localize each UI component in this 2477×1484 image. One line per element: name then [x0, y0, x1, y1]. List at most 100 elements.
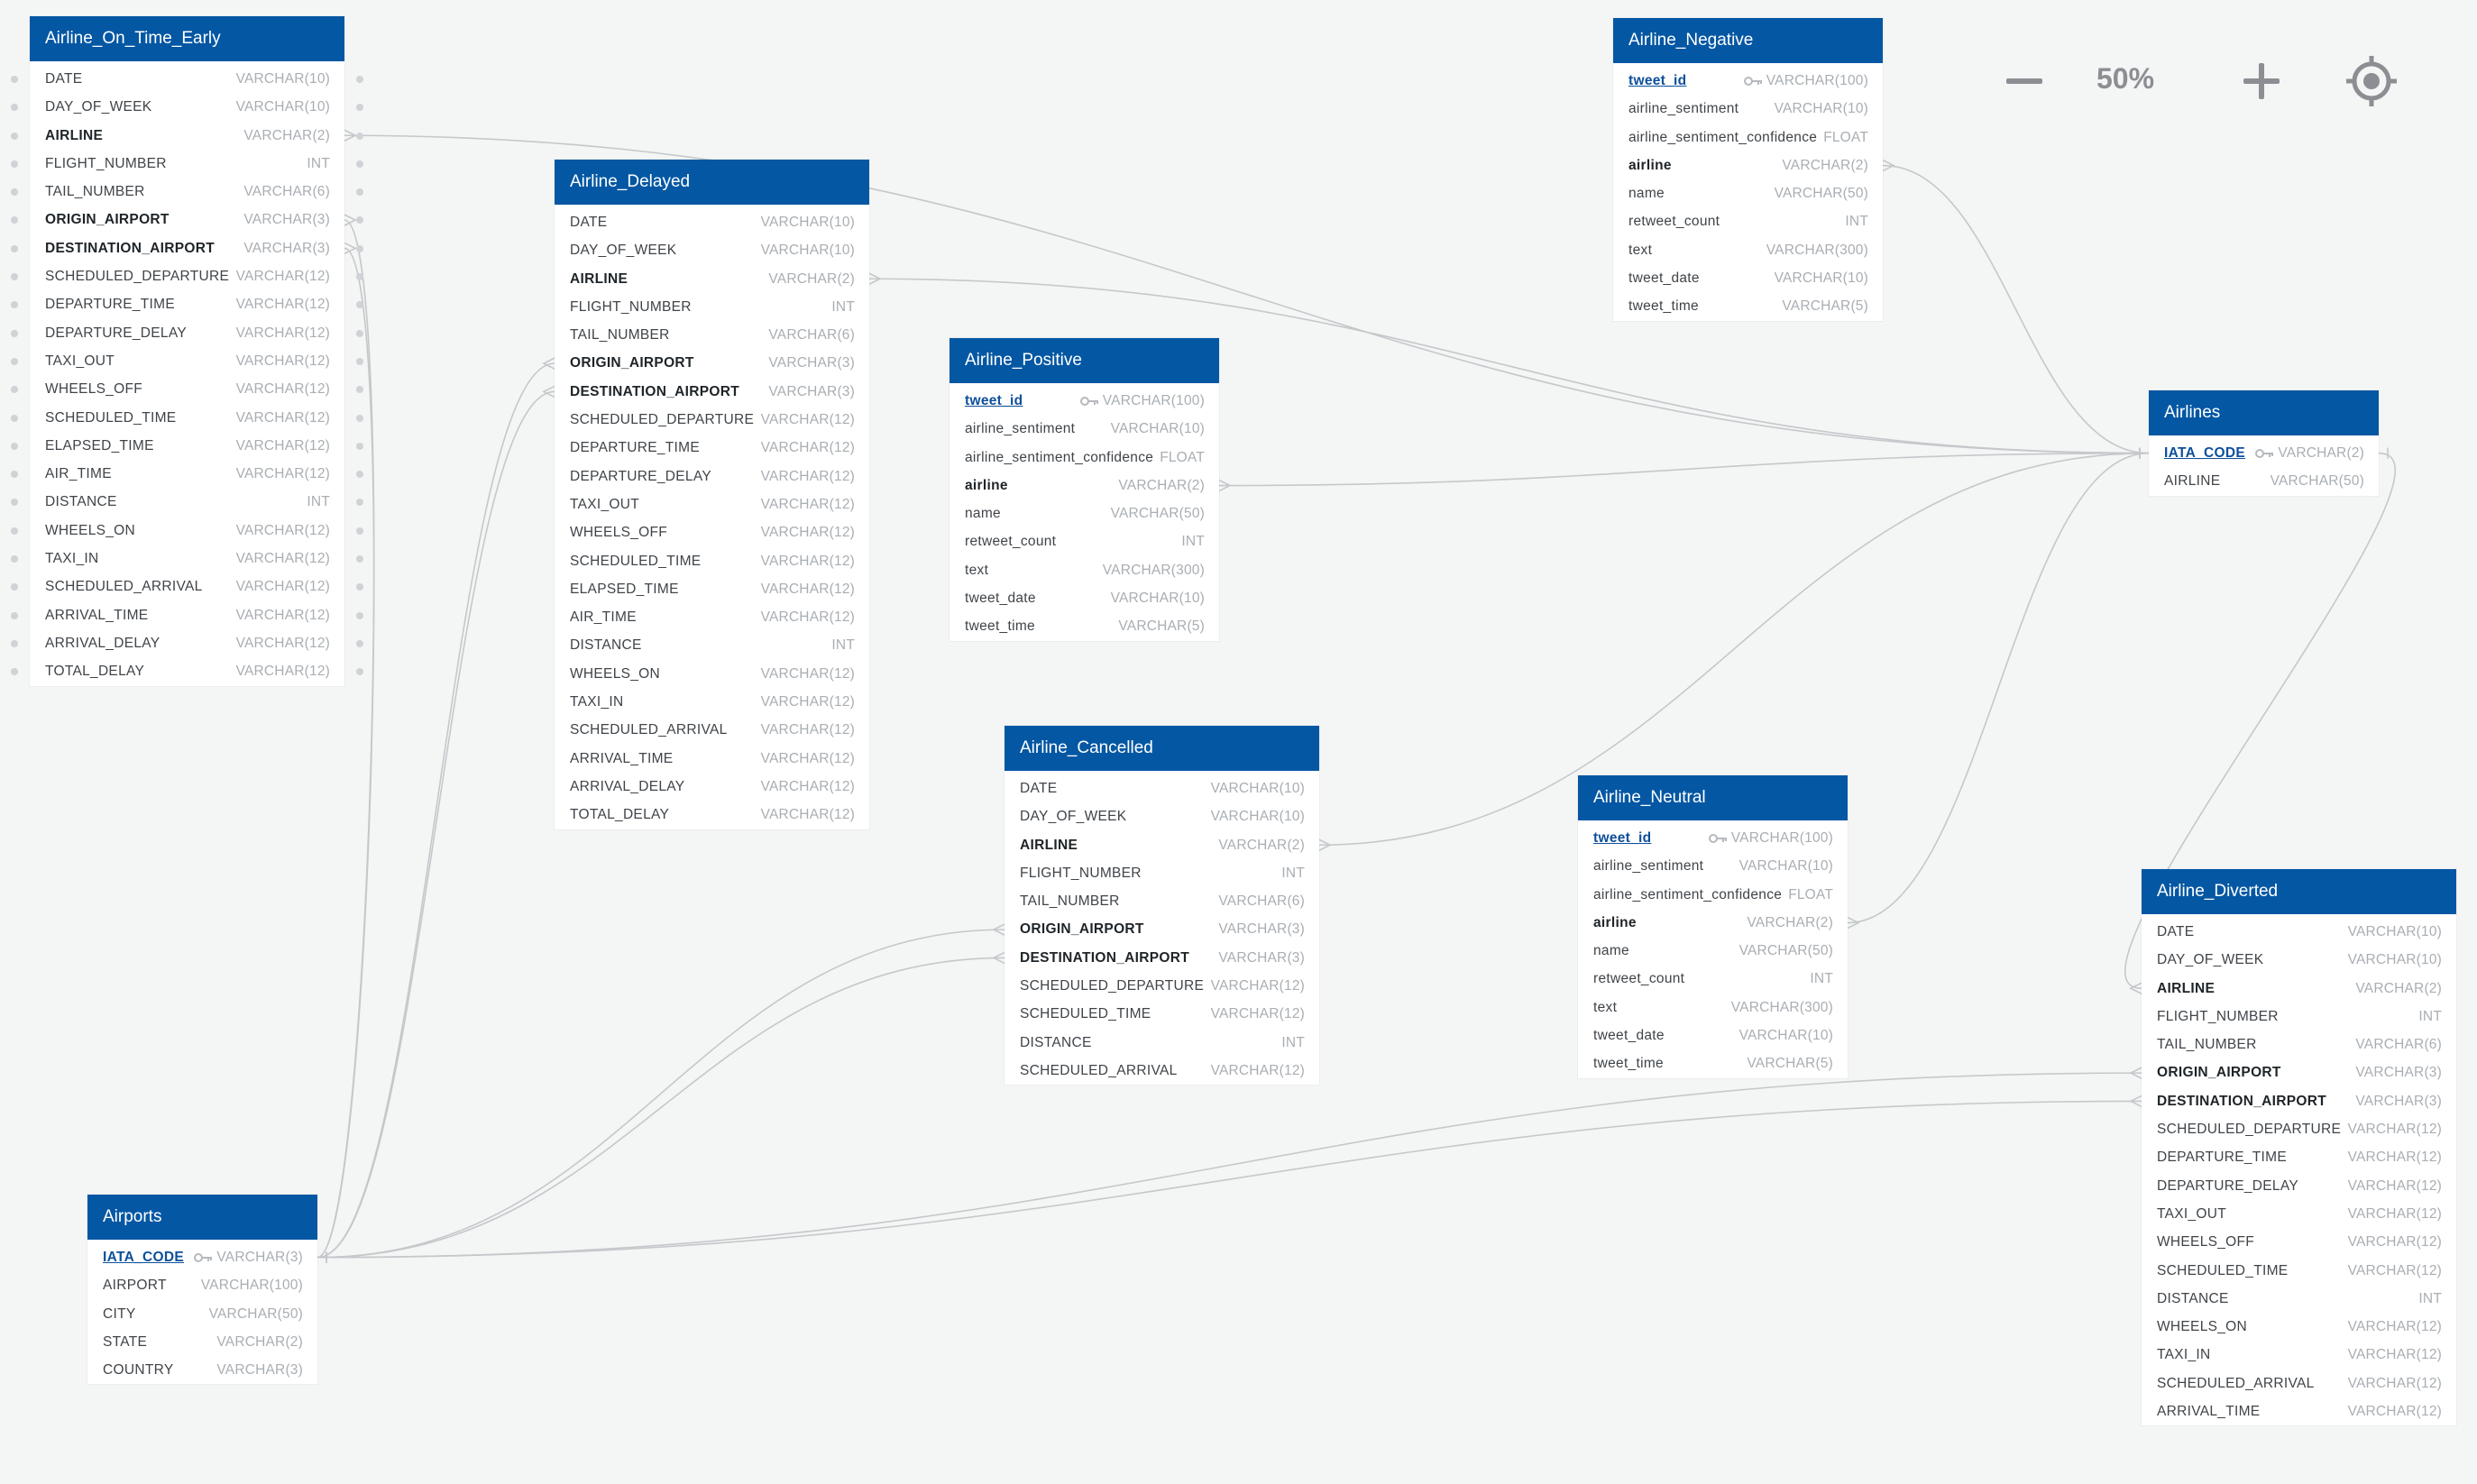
table-header[interactable]: Airlines	[2149, 390, 2379, 435]
connector-dot[interactable]	[356, 611, 363, 619]
connector-dot[interactable]	[11, 104, 18, 112]
connector-dot[interactable]	[356, 555, 363, 563]
connector-dot[interactable]	[11, 471, 18, 479]
crosshair-icon[interactable]	[2346, 56, 2397, 106]
connector-dot[interactable]	[11, 639, 18, 647]
connector-dot[interactable]	[356, 527, 363, 535]
connector-dot[interactable]	[356, 132, 363, 140]
connector-dot[interactable]	[11, 583, 18, 591]
connector-dot[interactable]	[11, 160, 18, 168]
connector-dot[interactable]	[356, 188, 363, 197]
relationship-line[interactable]	[317, 390, 555, 1259]
connector-dot[interactable]	[356, 471, 363, 479]
connector-dot[interactable]	[356, 357, 363, 365]
connector-dot[interactable]	[11, 273, 18, 281]
connector-dot[interactable]	[11, 216, 18, 224]
relationship-line[interactable]	[317, 1100, 2142, 1259]
connector-dot[interactable]	[11, 329, 18, 337]
relationship-line[interactable]	[1882, 164, 2150, 454]
minus-icon[interactable]	[2006, 78, 2042, 84]
connector-dot[interactable]	[11, 244, 18, 252]
connector-dot[interactable]	[11, 357, 18, 365]
connector-dot[interactable]	[356, 301, 363, 309]
connector-dot[interactable]	[11, 76, 18, 83]
connector-dot[interactable]	[356, 273, 363, 281]
table-header[interactable]: Airline_Delayed	[555, 160, 869, 205]
table-header[interactable]: Airline_Diverted	[2142, 869, 2456, 914]
connector-dot[interactable]	[11, 668, 18, 676]
connector-dot[interactable]	[11, 386, 18, 394]
relationship-line[interactable]	[1847, 452, 2150, 924]
connector-dot[interactable]	[356, 583, 363, 591]
table-header[interactable]: Airline_Cancelled	[1005, 726, 1319, 771]
connector-dot[interactable]	[356, 216, 363, 224]
table-header[interactable]: Airline_Negative	[1613, 18, 1883, 63]
connector-dot[interactable]	[356, 244, 363, 252]
connector-dot[interactable]	[356, 414, 363, 422]
table-header[interactable]: Airline_Neutral	[1578, 775, 1848, 820]
connector-dot[interactable]	[356, 104, 363, 112]
connector-dot[interactable]	[11, 611, 18, 619]
